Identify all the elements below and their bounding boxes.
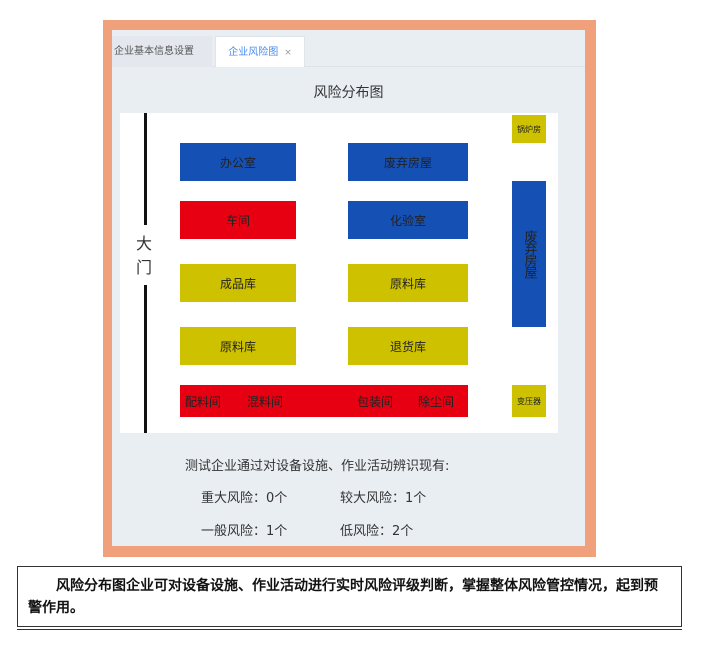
gate-label: 大门 (136, 234, 153, 277)
area-production-line[interactable]: 配料间 混料间 包装间 除尘间 (180, 385, 468, 417)
area-finished-goods[interactable]: 成品库 (180, 264, 296, 302)
summary-low: 低风险：2个 (340, 524, 414, 539)
summary-major: 重大风险：0个 (201, 491, 288, 506)
area-boiler[interactable]: 锅炉房 (512, 115, 546, 143)
area-abandoned-house[interactable]: 废弃房屋 (348, 143, 468, 181)
area-returns[interactable]: 退货库 (348, 327, 468, 365)
area-raw-material[interactable]: 原料库 (348, 264, 468, 302)
bar-label: 混料间 (247, 394, 284, 409)
caption: 风险分布图企业可对设备设施、作业活动进行实时风险评级判断，掌握整体风险管控情况，… (17, 566, 682, 627)
area-raw-material-2[interactable]: 原料库 (180, 327, 296, 365)
gate-wall (144, 285, 147, 433)
area-office[interactable]: 办公室 (180, 143, 296, 181)
tab-enterprise-info[interactable]: 企业基本信息设置 (112, 36, 212, 67)
close-icon[interactable]: × (284, 48, 292, 58)
tab-risk-map[interactable]: 企业风险图 × (215, 36, 305, 67)
gate-wall (144, 113, 147, 225)
area-transformer[interactable]: 变压器 (512, 385, 546, 417)
area-abandoned-house-2[interactable]: 废弃房屋 (512, 181, 546, 327)
bar-label: 配料间 (185, 394, 222, 409)
area-lab[interactable]: 化验室 (348, 201, 468, 239)
summary-general: 一般风险：1个 (201, 524, 288, 539)
tab-bar: 企业基本信息设置 企业风险图 × (112, 36, 585, 67)
tab-label: 企业风险图 (228, 47, 279, 58)
summary-larger: 较大风险：1个 (340, 491, 427, 506)
bar-label: 除尘间 (418, 394, 455, 409)
area-workshop[interactable]: 车间 (180, 201, 296, 239)
tab-label: 企业基本信息设置 (114, 46, 194, 57)
divider (17, 629, 682, 630)
page-title: 风险分布图 (313, 85, 384, 101)
summary-intro: 测试企业通过对设备设施、作业活动辨识现有: (185, 459, 450, 474)
bar-label: 包装间 (357, 394, 394, 409)
